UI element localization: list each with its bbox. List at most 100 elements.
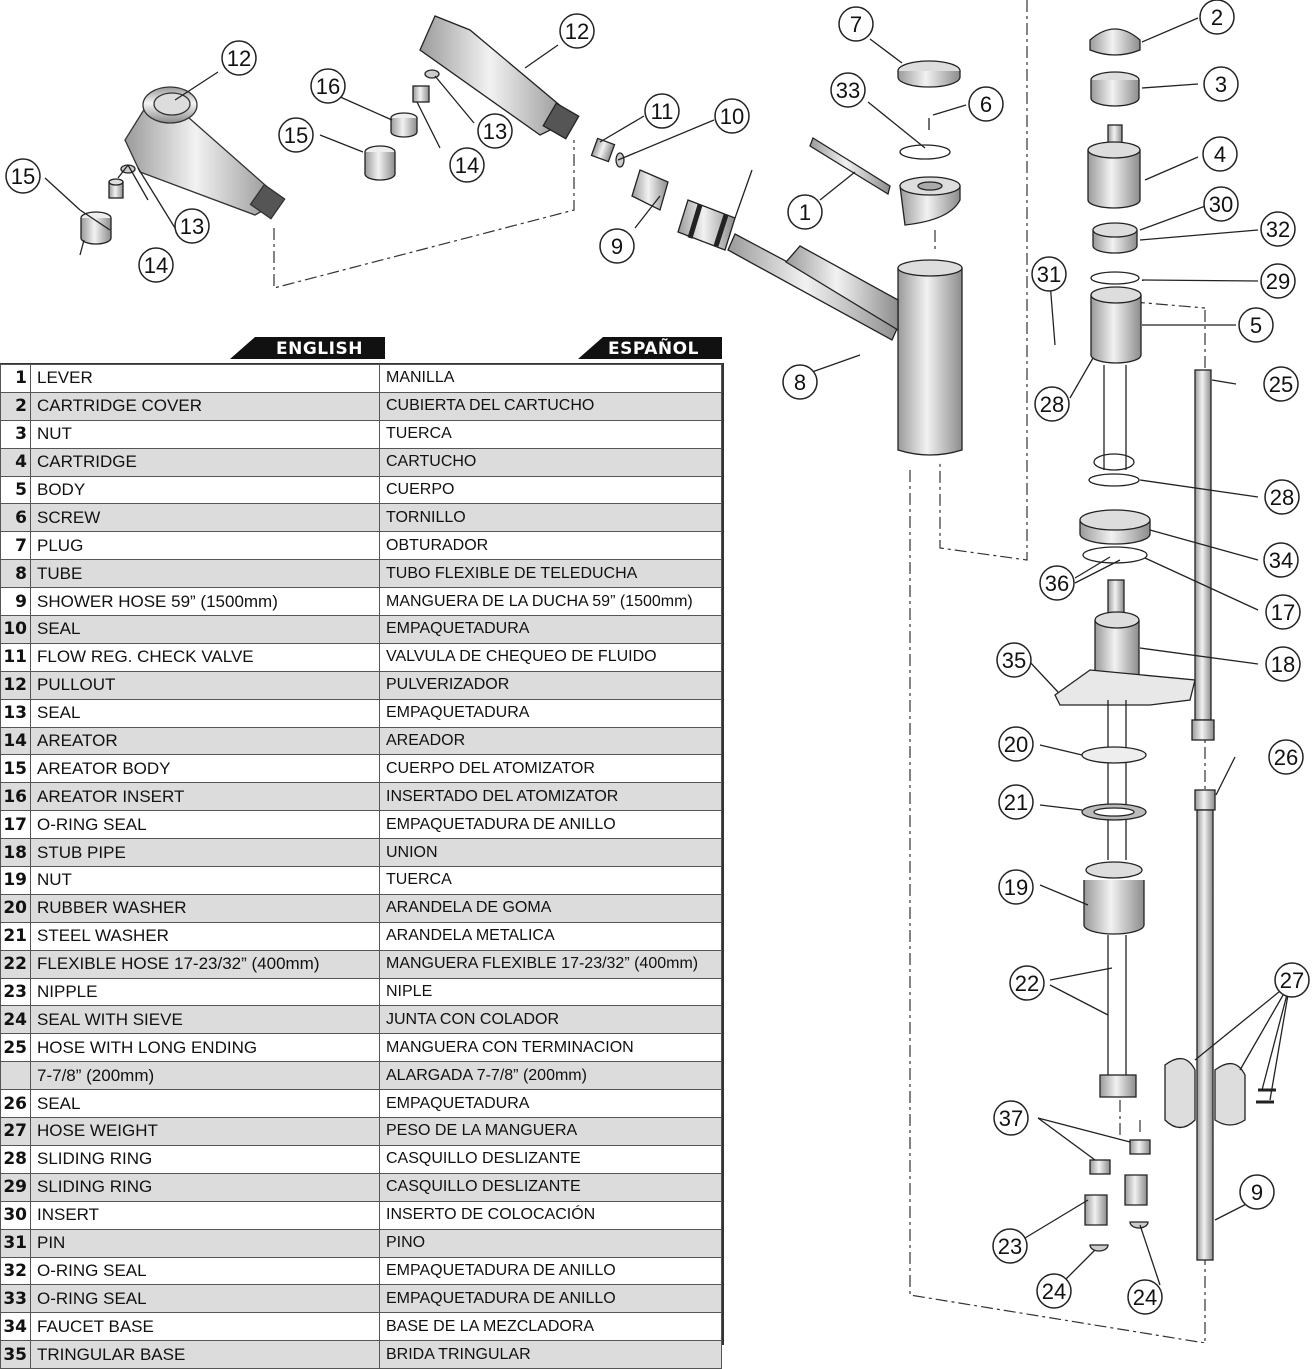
part-english: TRINGULAR BASE	[30, 1340, 380, 1369]
callout-bubble	[998, 869, 1034, 905]
part-english: SEAL	[30, 698, 380, 728]
part-english: SHOWER HOSE 59” (1500mm)	[30, 587, 380, 617]
part-spanish: ALARGADA 7-7/8” (200mm)	[379, 1061, 722, 1091]
cartridge-column	[1054, 28, 1276, 1261]
callout-bubble	[174, 208, 210, 244]
part-number: 35	[0, 1340, 31, 1369]
callout-label: 37	[999, 1106, 1023, 1131]
part-number: 18	[0, 838, 31, 868]
callout-label: 3	[1215, 72, 1227, 97]
part-spanish: CUBIERTA DEL CARTUCHO	[379, 391, 722, 421]
callout-bubble	[278, 117, 314, 153]
part-number: 23	[0, 977, 31, 1007]
part-english: PULLOUT	[30, 670, 380, 700]
callout-label: 15	[284, 123, 308, 148]
part-number: 15	[0, 754, 31, 784]
callout-bubble	[714, 98, 750, 134]
callout-bubble	[993, 1100, 1029, 1136]
callout-bubble	[1274, 962, 1310, 998]
part-number: 25	[0, 1033, 31, 1063]
pullout-left	[124, 86, 286, 220]
part-english: O-RING SEAL	[30, 1256, 380, 1286]
part-number: 9	[0, 587, 31, 617]
part-spanish: TUERCA	[379, 419, 722, 449]
callout-bubble	[1203, 66, 1239, 102]
part-number: 31	[0, 1228, 31, 1258]
part-number: 14	[0, 726, 31, 756]
callout-bubble	[477, 113, 513, 149]
part-number: 8	[0, 559, 31, 589]
callout-label: 15	[11, 164, 35, 189]
part-spanish: ARANDELA METALICA	[379, 921, 722, 951]
callout-label: 14	[455, 153, 479, 178]
part-spanish: MANGUERA CON TERMINACION	[379, 1033, 722, 1063]
part-english: AREATOR BODY	[30, 754, 380, 784]
part-number: 22	[0, 949, 31, 979]
part-english: TUBE	[30, 559, 380, 589]
callout-label: 9	[1251, 1180, 1263, 1205]
part-number: 6	[0, 503, 31, 533]
callout-label: 13	[180, 214, 204, 239]
callout-bubble	[998, 784, 1034, 820]
part-spanish: CARTUCHO	[379, 447, 722, 477]
callout-label: 12	[227, 46, 251, 71]
part-english: NUT	[30, 419, 380, 449]
callout-label: 7	[850, 12, 862, 37]
callout-bubble	[1263, 542, 1299, 578]
part-number: 16	[0, 782, 31, 812]
part-english: SEAL	[30, 1089, 380, 1119]
part-number: 11	[0, 642, 31, 672]
part-english: FAUCET BASE	[30, 1312, 380, 1342]
part-english: NIPPLE	[30, 977, 380, 1007]
part-english: SCREW	[30, 503, 380, 533]
part-english: O-RING SEAL	[30, 1284, 380, 1314]
callout-bubble	[1264, 479, 1300, 515]
part-english: FLEXIBLE HOSE 17-23/32” (400mm)	[30, 949, 380, 979]
callout-label: 30	[1209, 192, 1233, 217]
callout-label: 11	[651, 99, 674, 124]
part-spanish: CUERPO DEL ATOMIZATOR	[379, 754, 722, 784]
part-spanish: INSERTADO DEL ATOMIZATOR	[379, 782, 722, 812]
callout-bubble	[5, 158, 41, 194]
part-english: SEAL WITH SIEVE	[30, 1005, 380, 1035]
part-number: 34	[0, 1312, 31, 1342]
part-spanish: CUERPO	[379, 475, 722, 505]
part-english: PIN	[30, 1228, 380, 1258]
callout-label: 33	[836, 78, 860, 103]
callout-label: 14	[144, 253, 168, 278]
callout-label: 8	[794, 370, 806, 395]
part-english: STUB PIPE	[30, 838, 380, 868]
part-spanish: TORNILLO	[379, 503, 722, 533]
part-spanish: MANGUERA DE LA DUCHA 59” (1500mm)	[379, 587, 722, 617]
callout-label: 31	[1037, 262, 1061, 287]
part-english: FLOW REG. CHECK VALVE	[30, 642, 380, 672]
part-spanish: CASQUILLO DESLIZANTE	[379, 1144, 722, 1174]
part-number: 32	[0, 1256, 31, 1286]
part-number: 4	[0, 447, 31, 477]
callout-label: 29	[1266, 269, 1290, 294]
callout-label: 28	[1270, 485, 1294, 510]
part-spanish: NIPLE	[379, 977, 722, 1007]
callout-bubble	[1036, 1273, 1072, 1309]
callout-bubble	[1203, 186, 1239, 222]
part-english: AREATOR	[30, 726, 380, 756]
part-spanish: EMPAQUETADURA DE ANILLO	[379, 1284, 722, 1314]
part-spanish: PINO	[379, 1228, 722, 1258]
part-spanish: OBTURADOR	[379, 531, 722, 561]
